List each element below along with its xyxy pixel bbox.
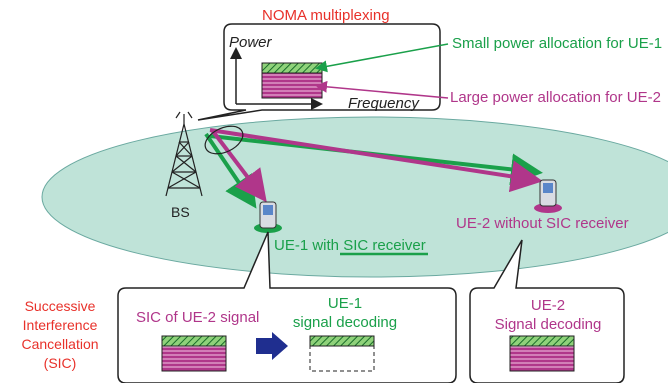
ue1-power-note: Small power allocation for UE-1: [452, 35, 663, 52]
ue1-phone-icon: [254, 201, 282, 233]
sic-step2-line: UE-1: [327, 295, 363, 312]
removed-ue2-block: [309, 345, 375, 372]
ue2-box-label: UE-2 Signal decoding: [486, 296, 610, 334]
next-arrow-icon: [256, 332, 288, 360]
ue1-label: UE-1 with SIC receiver: [274, 238, 426, 253]
sic-ue2-block: [161, 345, 227, 372]
sic-title-line: (SIC): [43, 355, 77, 371]
sic-title-line: Cancellation: [21, 336, 99, 352]
sic-step2-line: signal decoding: [292, 314, 398, 331]
ue2-box-line: UE-2: [530, 297, 566, 314]
ue1-label-prefix: UE-1 with: [274, 237, 344, 254]
frequency-axis-label: Frequency: [348, 95, 419, 112]
ue2-label: UE-2 without SIC receiver: [456, 215, 629, 232]
ue2-power-note: Large power allocation for UE-2: [450, 89, 661, 106]
ue1-label-sic: SIC receiver: [343, 237, 426, 254]
noma-callout: [197, 23, 449, 121]
decoded-ue1-block: [309, 335, 375, 347]
sic-title-line: Interference: [22, 317, 98, 333]
ue2-decode-ue2-block: [509, 345, 575, 372]
ue1-power-block: [261, 62, 323, 74]
sic-box: [117, 231, 457, 384]
sic-ue1-block: [161, 335, 227, 347]
beam-arrows: [204, 125, 543, 209]
power-axis-label: Power: [229, 34, 272, 51]
bs-tower-icon: [165, 111, 203, 197]
ue2-box-line: Signal decoding: [494, 316, 602, 333]
sic-title-line: Successive: [24, 298, 96, 314]
sic-title: Successive Interference Cancellation (SI…: [10, 297, 110, 373]
sic-step1-label: SIC of UE-2 signal: [136, 309, 260, 326]
diagram-title: NOMA multiplexing: [262, 7, 390, 24]
bs-label: BS: [171, 204, 190, 220]
ue2-power-block: [261, 72, 323, 99]
ue2-phone-icon: [534, 179, 562, 213]
sic-step2-label: UE-1 signal decoding: [290, 294, 400, 332]
ue2-decode-ue1-block: [509, 335, 575, 347]
